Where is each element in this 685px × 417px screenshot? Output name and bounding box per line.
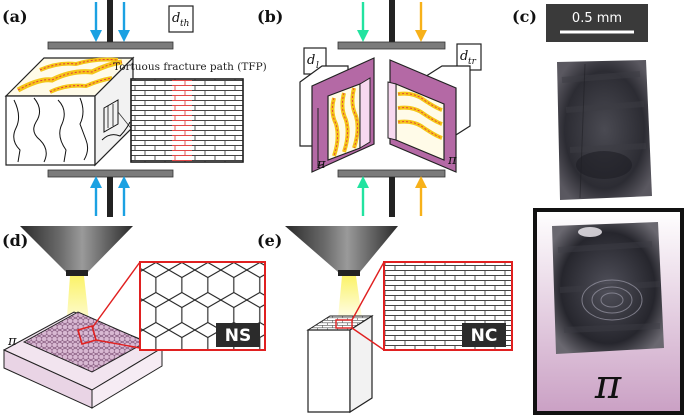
light-cone-d (20, 226, 133, 272)
zoom-line-e-2 (351, 327, 385, 351)
pi-label-d: π (7, 334, 17, 349)
svg-text:l: l (316, 61, 319, 71)
ns-badge: NS (216, 323, 260, 347)
nc-sample-pillar (306, 314, 374, 414)
sample-transverse-b (387, 59, 471, 173)
panel-e: (e) NC (257, 226, 513, 414)
grip-plate-bottom-b (337, 169, 446, 178)
compression-arrows-bottom-b (357, 176, 427, 216)
grip-plate-top-a (47, 41, 174, 50)
svg-text:th: th (180, 19, 189, 29)
panel-label-a: (a) (2, 7, 28, 26)
panel-label-c: (c) (512, 7, 537, 26)
scale-bar: 0.5 mm (546, 4, 648, 42)
panel-d: (d) π NS (2, 226, 266, 409)
svg-text:d: d (460, 49, 468, 64)
zoom-line-d-1 (91, 261, 141, 329)
svg-text:tr: tr (468, 57, 477, 67)
tfp-label: Tortuous fracture path (TFP) (113, 61, 267, 73)
svg-text:NS: NS (225, 326, 251, 346)
scale-bar-label: 0.5 mm (572, 11, 622, 26)
panel-c: (c) 0.5 mm π (512, 4, 684, 415)
zoom-line-e-1 (351, 261, 385, 321)
loading-rod-top-b (389, 0, 395, 42)
svg-text:d: d (307, 53, 315, 68)
light-beam-e (338, 276, 362, 318)
d-th-label: d th (168, 5, 194, 33)
loading-rod-bottom-b (389, 177, 395, 217)
sample-longitudinal-b (299, 57, 375, 173)
compression-arrows-top-a (90, 2, 130, 42)
pi-label-right: π (447, 153, 457, 168)
sample-photo-bottom-frame: π (533, 208, 684, 415)
zoom-line-d-2 (95, 339, 141, 349)
sample-block-a (4, 56, 135, 167)
panel-label-d: (d) (2, 231, 28, 250)
ns-sample-plate (2, 311, 164, 409)
panel-b: (b) d l d tr (257, 0, 482, 217)
panel-label-e: (e) (257, 231, 282, 250)
grip-plate-top-b (337, 41, 446, 50)
loading-rod-bottom-a (107, 177, 113, 217)
compression-arrows-bottom-a (90, 176, 130, 216)
panel-a: (a) d th (2, 0, 267, 217)
pi-label-large: π (594, 362, 622, 408)
grip-plate-bottom-a (47, 169, 174, 178)
nc-badge: NC (462, 323, 506, 347)
cone-tip-d (66, 270, 88, 276)
svg-text:NC: NC (471, 326, 498, 346)
svg-text:d: d (172, 11, 180, 26)
sample-photo-top (557, 60, 652, 200)
brick-inset-a (130, 78, 244, 163)
compression-arrows-top-b (357, 2, 427, 42)
pi-label-left: π (316, 157, 326, 172)
loading-rod-top-a (107, 0, 113, 42)
cone-tip-e (338, 270, 360, 276)
light-cone-e (285, 226, 398, 272)
panel-label-b: (b) (257, 7, 283, 26)
